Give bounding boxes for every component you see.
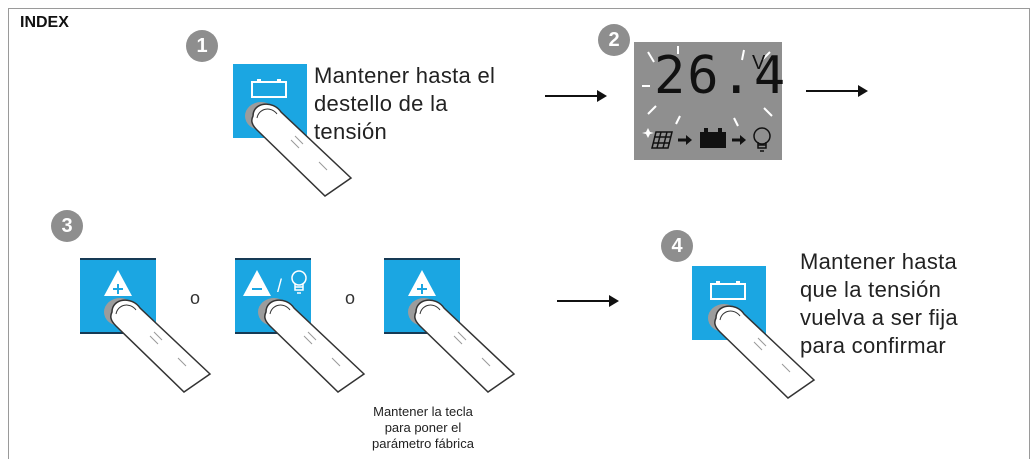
pressing-finger-icon xyxy=(258,298,366,393)
step-4-line-1: Mantener hasta xyxy=(800,249,958,274)
pressing-finger-icon xyxy=(708,304,816,399)
step-3-note-line-1: Mantener la tecla xyxy=(373,404,473,419)
display-voltage-value: 26.4 xyxy=(654,46,788,106)
step-3-badge: 3 xyxy=(51,210,83,242)
lcd-display: 26.4 V xyxy=(634,42,785,160)
step-3-note-line-2: para poner el xyxy=(384,420,462,435)
step-4-line-3: vuelva a ser fija xyxy=(800,305,958,330)
flash-rays xyxy=(642,46,776,127)
arrow-right-icon xyxy=(732,135,746,145)
step-1-line-3: tensión xyxy=(314,119,388,144)
minus-triangle-bulb-icon xyxy=(243,270,307,296)
plus-triangle-icon xyxy=(408,270,436,296)
arrow-right-icon xyxy=(545,90,607,102)
battery-icon xyxy=(251,79,287,98)
step-3-note-line-3: parámetro fábrica xyxy=(372,436,474,451)
arrow-right-icon xyxy=(557,295,619,307)
pressing-finger-icon xyxy=(245,102,353,197)
step-4-line-4: para confirmar xyxy=(800,333,947,358)
or-separator-1: o xyxy=(190,288,201,308)
step-1-line-2: destello de la xyxy=(314,91,448,116)
step-2-badge: 2 xyxy=(598,24,630,56)
display-status-icons xyxy=(642,127,771,152)
step-1-badge: 1 xyxy=(186,30,218,62)
index-title: INDEX xyxy=(20,14,69,31)
display-voltage-unit: V xyxy=(752,52,766,74)
or-separator-2: o xyxy=(345,288,356,308)
diagram-frame xyxy=(8,8,1030,459)
arrow-right-icon xyxy=(806,85,868,97)
battery-icon xyxy=(710,281,746,300)
battery-icon xyxy=(700,128,726,148)
step-4-line-2: que la tensión xyxy=(800,277,942,302)
arrow-right-icon xyxy=(678,135,692,145)
pressing-finger-icon xyxy=(104,298,212,393)
light-bulb-icon xyxy=(753,127,771,152)
pressing-finger-icon xyxy=(408,298,516,393)
step-4-badge: 4 xyxy=(661,230,693,262)
slash-separator: / xyxy=(277,276,283,296)
solar-panel-icon xyxy=(642,128,673,149)
plus-triangle-icon xyxy=(104,270,132,296)
step-1-line-1: Mantener hasta el xyxy=(314,63,496,88)
